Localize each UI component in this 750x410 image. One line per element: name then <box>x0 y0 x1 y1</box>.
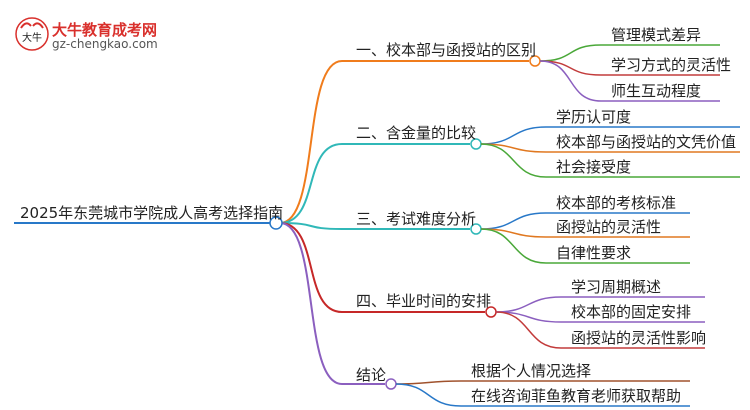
leaf-connector <box>395 380 462 385</box>
leaf-label: 校本部与函授站的文凭价值 <box>556 133 737 151</box>
leaf-connector <box>539 60 602 102</box>
branch-connector <box>279 222 343 313</box>
leaf-label: 函授站的灵活性影响 <box>571 329 707 347</box>
leaf-label: 自律性要求 <box>556 244 632 262</box>
logo-mark-text: 大牛 <box>22 31 42 44</box>
branch-node-circle[interactable] <box>385 378 397 390</box>
branch-connector <box>279 222 343 230</box>
branch-connector <box>279 222 343 385</box>
brand-url: gz-chengkao.com <box>52 37 158 51</box>
leaf-connector <box>480 143 547 178</box>
root-topic: 2025年东莞城市学院成人高考选择指南 <box>20 204 284 222</box>
leaf-label: 学习方式的灵活性 <box>611 56 732 74</box>
leaf-label: 管理模式差异 <box>611 26 702 44</box>
leaf-label: 校本部的考核标准 <box>556 194 677 212</box>
branch-connector <box>279 143 343 224</box>
leaf-connector <box>539 44 602 62</box>
brand-name: 大牛教育成考网 <box>52 21 158 39</box>
branch-label: 结论 <box>356 366 387 384</box>
leaf-label: 校本部的固定安排 <box>571 303 692 321</box>
leaf-connector <box>539 60 602 76</box>
leaf-connector <box>395 383 462 407</box>
branch-label: 二、含金量的比较 <box>356 124 477 142</box>
leaf-label: 社会接受度 <box>556 158 632 176</box>
leaf-label: 师生互动程度 <box>611 82 702 100</box>
brand-logo: 大牛 <box>14 16 50 52</box>
leaf-connector <box>495 296 562 313</box>
leaf-connector <box>495 311 562 349</box>
leaf-label: 函授站的灵活性 <box>556 218 662 236</box>
leaf-connector <box>480 126 547 145</box>
leaf-label: 学习周期概述 <box>571 278 662 296</box>
leaf-label: 在线咨询菲鱼教育老师获取帮助 <box>471 387 682 405</box>
branch-label: 四、毕业时间的安排 <box>356 292 492 310</box>
leaf-label: 根据个人情况选择 <box>471 362 592 380</box>
leaf-label: 学历认可度 <box>556 108 632 126</box>
leaf-connector <box>480 212 547 230</box>
leaf-connector <box>480 228 547 264</box>
branch-label: 一、校本部与函授站的区别 <box>356 41 537 59</box>
root-node-circle[interactable] <box>269 216 283 230</box>
branch-label: 三、考试难度分析 <box>356 210 477 228</box>
branch-connector <box>279 60 343 224</box>
ox-logo-icon: 大牛 <box>15 17 49 51</box>
